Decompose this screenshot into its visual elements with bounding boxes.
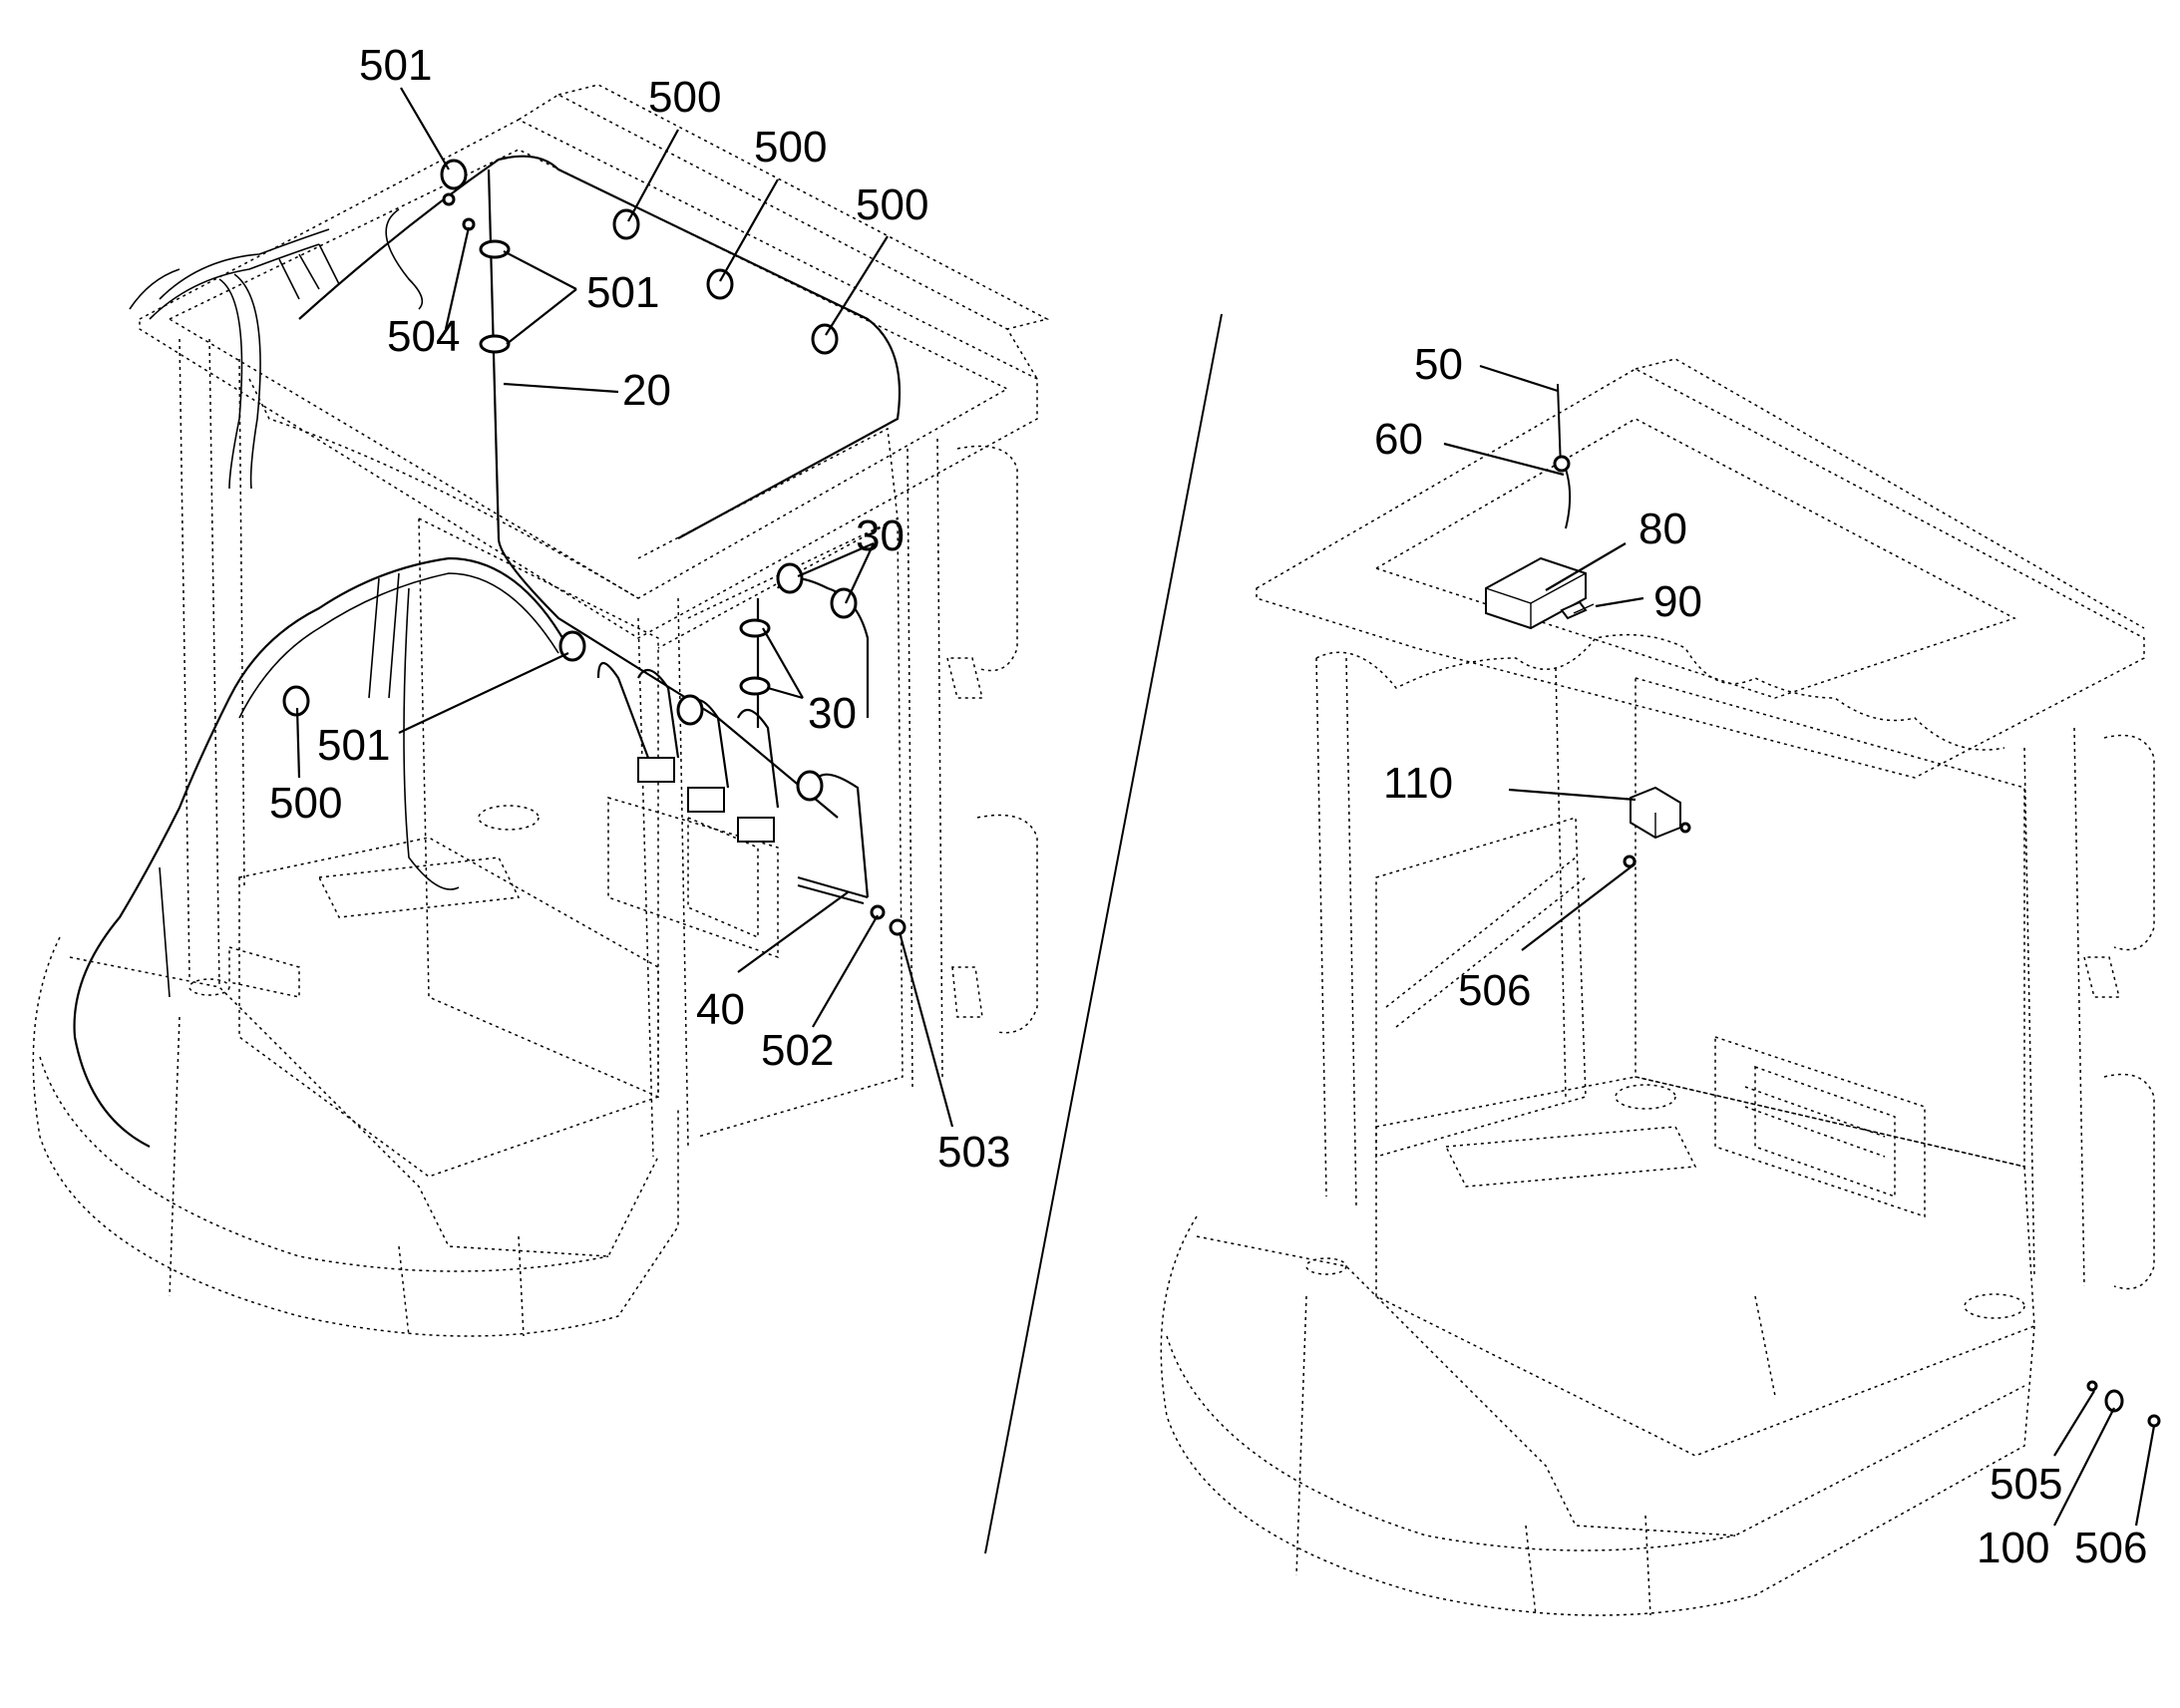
callout-500-left: 500 [269,779,342,828]
left-view-leader-lines [295,87,954,1128]
callout-80: 80 [1638,505,1687,553]
callout-500-b: 500 [754,123,827,171]
left-view-cab-frame [32,84,1050,1337]
callout-60: 60 [1374,415,1423,464]
callout-502: 502 [761,1026,834,1075]
callout-30-a: 30 [856,512,905,560]
callout-30-b: 30 [808,689,857,738]
callout-503: 503 [937,1128,1010,1177]
right-view-leader-lines [1443,364,2156,1527]
right-view-components [1485,383,2161,1428]
callout-100: 100 [1977,1524,2049,1572]
left-view-callouts: 501 500 500 500 501 504 20 30 30 501 500… [269,41,1010,1177]
callout-500-a: 500 [648,73,721,122]
left-view-harness-clips [282,159,858,802]
right-view-cab-frame [1160,358,2155,1616]
callout-506-mid: 506 [1458,966,1531,1015]
callout-501-low: 501 [317,721,390,770]
callout-500-c: 500 [856,180,928,229]
callout-505: 505 [1990,1460,2062,1509]
left-view-wiring-harness [73,155,907,1148]
callout-504: 504 [387,312,460,361]
callout-50: 50 [1414,340,1463,389]
callout-90: 90 [1653,577,1702,626]
callout-506-low: 506 [2074,1524,2147,1572]
view-divider-line [984,313,1223,1554]
callout-501-mid: 501 [586,268,659,317]
callout-20: 20 [622,366,671,415]
right-view-callouts: 50 60 80 90 110 506 505 100 506 [1374,340,2147,1572]
callout-40: 40 [696,985,745,1034]
callout-110: 110 [1383,759,1453,808]
callout-501-top: 501 [359,41,432,90]
